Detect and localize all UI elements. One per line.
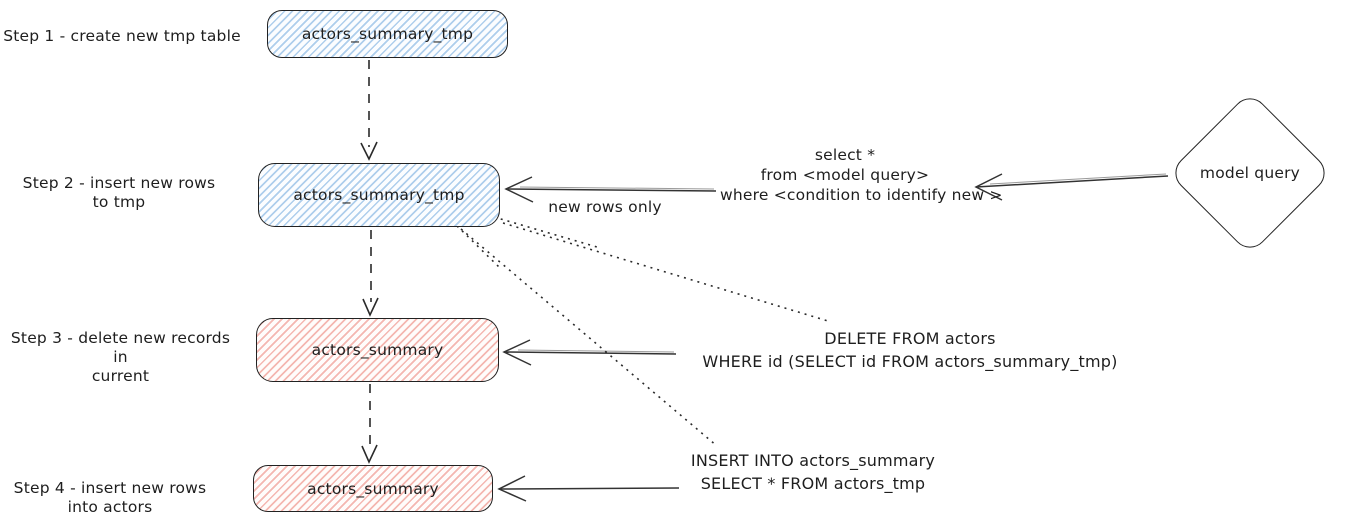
edge-delete-sql-to-step3-stroke2 <box>517 349 675 353</box>
delete-sql-line1: DELETE FROM actors <box>824 329 996 348</box>
step1-label-line1: Step 1 - create new tmp table <box>3 27 241 45</box>
new-rows-only-label: new rows only <box>548 198 662 216</box>
arrowhead-into-step2-box <box>360 141 378 161</box>
table-node-step4-label: actors_summary <box>307 479 439 498</box>
delete-sql-annotation: DELETE FROM actors WHERE id (SELECT id F… <box>655 328 1165 373</box>
dotted-edge-tmp-to-insert-sql-stroke2 <box>451 220 501 269</box>
select-query-line1: select * <box>814 146 876 164</box>
dotted-edge-tmp-to-delete-sql-stroke2 <box>493 216 598 248</box>
edge-new-rows-only-stroke2 <box>519 186 715 190</box>
arrowhead-new-rows-only <box>504 176 534 203</box>
table-node-step4-actors-summary: actors_summary <box>253 465 493 512</box>
table-node-step2-label: actors_summary_tmp <box>293 186 465 204</box>
delete-sql-line2: WHERE id (SELECT id FROM actors_summary_… <box>702 351 1118 371</box>
model-query-label: model query <box>1199 164 1301 182</box>
step3-label-line2: current <box>91 367 150 385</box>
table-node-step3-actors-summary: actors_summary <box>256 318 499 382</box>
edge-delete-sql-to-step3 <box>503 351 677 355</box>
table-node-step2-actors-summary-tmp: actors_summary_tmp <box>258 163 500 227</box>
edge-new-rows-only <box>505 188 717 192</box>
insert-sql-line2: SELECT * FROM actors_tmp <box>700 473 926 493</box>
step4-label-line2: into actors <box>67 498 153 516</box>
edge-insert-sql-to-step4 <box>498 487 680 490</box>
arrowhead-into-step3-box <box>362 297 379 317</box>
arrowhead-delete-sql-to-step3 <box>502 339 532 366</box>
insert-sql-line1: INSERT INTO actors_summary <box>690 451 936 470</box>
select-query-line2: from <model query> <box>760 166 930 184</box>
arrowhead-insert-sql-to-step4 <box>497 475 527 502</box>
table-node-step1-actors-summary-tmp: actors_summary_tmp <box>267 10 508 58</box>
step3-label-line1: Step 3 - delete new records in <box>10 329 231 366</box>
edge-model-query-to-select-stroke2 <box>989 173 1167 185</box>
table-node-step1-label: actors_summary_tmp <box>301 25 474 43</box>
step2-label-line2: to tmp <box>92 193 146 211</box>
dotted-edge-tmp-to-delete-sql <box>502 222 829 322</box>
step2-label-line1: Step 2 - insert new rows <box>22 174 216 192</box>
step2-label: Step 2 - insert new rows to tmp <box>20 174 218 212</box>
table-node-step3-label: actors_summary <box>311 341 444 359</box>
step3-label: Step 3 - delete new records in current <box>4 329 237 386</box>
step4-label: Step 4 - insert new rows into actors <box>10 479 210 517</box>
select-query-annotation: select * from <model query> where <condi… <box>720 145 1003 205</box>
select-query-line3: where <condition to identify new > <box>720 186 1003 204</box>
arrowhead-into-step4-box <box>361 444 378 464</box>
step4-label-line1: Step 4 - insert new rows <box>13 479 207 497</box>
edge-model-query-to-select <box>975 175 1169 188</box>
insert-sql-annotation: INSERT INTO actors_summary SELECT * FROM… <box>653 450 973 495</box>
step1-label: Step 1 - create new tmp table <box>0 27 244 46</box>
